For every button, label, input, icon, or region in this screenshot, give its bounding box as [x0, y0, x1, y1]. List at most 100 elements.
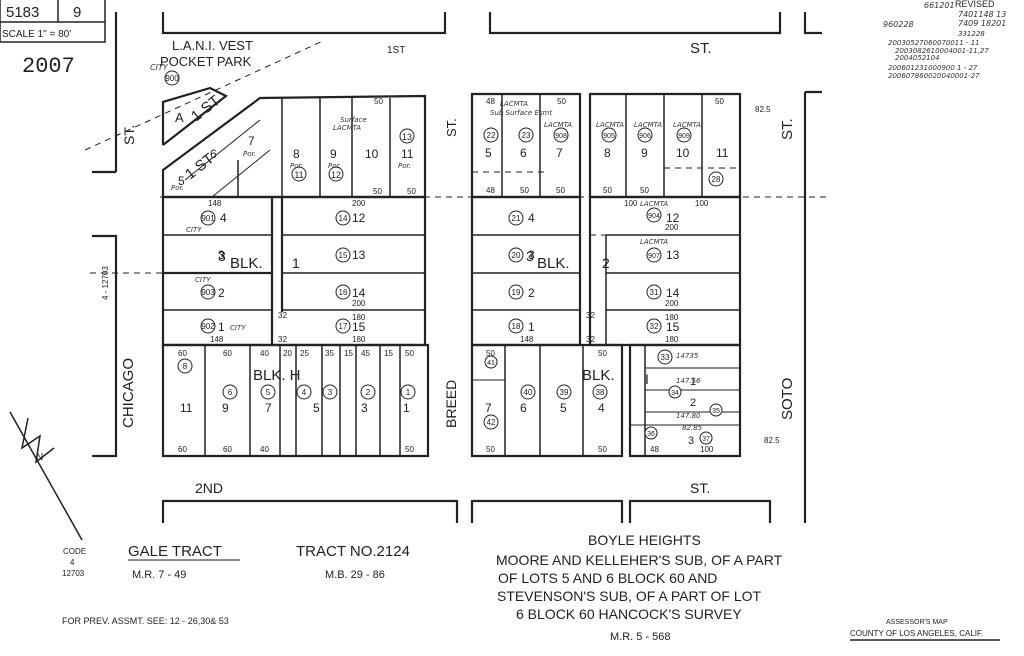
street-label-first-st: ST. [690, 40, 712, 57]
parcel-number: 19 [512, 288, 521, 297]
lot-label: 8 [293, 147, 300, 161]
lot-label: 9 [641, 146, 648, 160]
block-lot: 2 [602, 255, 610, 271]
parcel-number: 13 [402, 132, 412, 142]
block-top-right: 5 6 7 8 9 10 11 22 23 908 905 906 909 28… [470, 92, 771, 199]
lot-label: 5 [313, 401, 320, 415]
tract-titles: CODE 4 12703 GALE TRACT M.R. 7 - 49 TRAC… [62, 532, 1000, 643]
lot-label: 7 [265, 401, 272, 415]
parcel-circle [328, 166, 344, 182]
park-owner: CITY [150, 63, 169, 72]
revision-code: 200601231000900 1 - 27 [888, 64, 978, 72]
dim-label: 50 [373, 187, 382, 196]
street-label-second: 2ND [195, 480, 223, 496]
parcel-number: 41 [487, 360, 495, 367]
lot-label: 1 [690, 376, 696, 388]
parcel-circle [399, 128, 415, 144]
lot-label: 15 [352, 320, 366, 334]
easement-note: LACMTA [640, 200, 668, 208]
easement-note: LACMTA [634, 121, 662, 129]
dim-label: 25 [300, 349, 309, 358]
block-i: 7 6 5 4 1 2 3 41 42 40 39 38 33 34 35 36… [470, 343, 780, 458]
dim-label: 40 [260, 349, 269, 358]
parcel-number: 1 [406, 388, 411, 397]
dim-label: 48 [486, 186, 495, 195]
parcel-number: 907 [648, 253, 660, 260]
gale-tract-title: GALE TRACT [128, 543, 222, 560]
lot-label: 13 [352, 248, 366, 262]
dim-label: 180 [665, 335, 679, 344]
assessor-map-label: ASSESSOR'S MAP [886, 619, 948, 626]
lot-label: 14 [352, 286, 366, 300]
street-label-chicago-st: ST. [121, 125, 137, 145]
portion-note: Por. [171, 184, 184, 192]
parcel-number: 909 [678, 133, 690, 140]
code-value: 12703 [62, 569, 85, 578]
street-label-breed-st: ST. [444, 118, 459, 137]
dim-label: 50 [486, 349, 495, 358]
lot-label: 3 [361, 401, 368, 415]
block-number: 3 [218, 248, 226, 264]
revision-code: 7409 18201 [958, 19, 1006, 28]
dim-label: 82.5 [755, 105, 771, 114]
easement-note: LACMTA [673, 121, 701, 129]
dim-label: 50 [715, 97, 724, 106]
dim-label: 50 [407, 187, 416, 196]
easement-note: LACMTA [544, 121, 572, 129]
lot-label: 13 [666, 248, 680, 262]
street-label-chicago: CHICAGO [120, 358, 137, 428]
block-lot: 1 [292, 255, 300, 271]
dim-label: 148 [520, 335, 534, 344]
revised-label: REVISED [955, 0, 995, 9]
lot-label: 5 [178, 174, 185, 188]
lot-label: 8 [604, 146, 611, 160]
parcel-number: 11 [294, 170, 303, 180]
lot-label: 4 [220, 211, 227, 225]
dim-label: 60 [223, 349, 232, 358]
street-lines [84, 12, 830, 523]
parcel-number: 21 [512, 214, 521, 223]
page-number: 9 [73, 4, 81, 21]
lot-label: 2 [690, 397, 696, 409]
county-label: COUNTY OF LOS ANGELES, CALIF. [850, 629, 983, 638]
parcel-number: 35 [712, 408, 720, 415]
parcel-number: 908 [555, 133, 567, 140]
park-name-line1: L.A.N.I. VEST [172, 38, 253, 53]
portion-note: Por. [290, 162, 303, 170]
prev-assessment-note: FOR PREV. ASSMT. SEE: 12 - 26,30& 53 [62, 616, 229, 626]
revision-code: 960228 [883, 20, 914, 29]
easement-note: Sub Surface Esmt [490, 109, 552, 117]
lot-label: 1 [218, 320, 225, 334]
dim-label: 50 [598, 445, 607, 454]
parcel-number: 18 [512, 322, 521, 331]
block-number: 3 [526, 248, 534, 264]
parcel-number: 37 [702, 436, 710, 443]
lot-label: 6 [210, 147, 217, 161]
dim-note: 147.80 [676, 412, 701, 420]
dim-label: 15 [344, 349, 353, 358]
dim-label: 148 [210, 335, 224, 344]
dim-label: 60 [178, 349, 187, 358]
lot-label: 12 [666, 211, 680, 225]
dim-label: 82.5 [764, 436, 780, 445]
lot-label: 6 [520, 146, 527, 160]
lot-label: 11 [716, 146, 729, 160]
dim-label: 50 [603, 186, 612, 195]
boyle-heights-ref: M.R. 5 - 568 [610, 631, 671, 643]
block-label: BLK. H [253, 367, 301, 384]
tract-2124-ref: M.B. 29 - 86 [325, 569, 385, 581]
dim-label: 32 [586, 335, 595, 344]
dim-label: 50 [598, 349, 607, 358]
park-name-line2: POCKET PARK [160, 54, 252, 69]
parcel-number: 902 [201, 322, 215, 331]
lot-label: 4 [598, 401, 605, 415]
block-top-left: A 5 6 7 8 9 10 11 11 12 13 1 ST 1 ST 900… [150, 38, 427, 199]
dim-label: 200 [352, 199, 366, 208]
dim-label: 180 [352, 313, 366, 322]
street-label-soto: SOTO [779, 378, 796, 420]
revision-code: 2004052104 [895, 54, 940, 62]
tract-2124-title: TRACT NO.2124 [296, 543, 410, 560]
owner-note: CITY [230, 324, 246, 332]
block-h: 11 9 7 5 3 1 8 6 5 4 3 2 1 BLK. H 60 60 … [161, 343, 430, 458]
